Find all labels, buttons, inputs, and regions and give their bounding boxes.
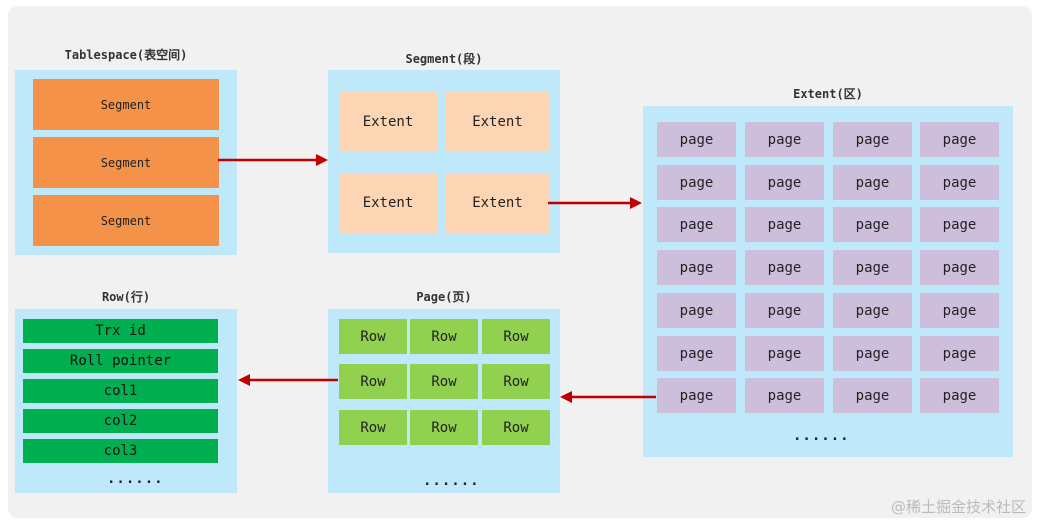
extent-box: Extent [446,173,549,233]
page-box: page [920,165,999,200]
page-box: page [833,207,912,242]
page-box: page [745,250,824,285]
watermark-text: @稀土掘金技术社区 [890,498,1026,516]
row-box: Row [339,364,407,399]
page-box: page [833,336,912,371]
field-col2: col2 [23,409,218,433]
extent-more-dots: ...... [793,428,850,444]
arrow-extent-to-page [560,391,656,403]
page-box: page [657,293,736,328]
page-title: Page(页) [416,290,472,304]
arrow-segment-to-extent [548,197,642,209]
extent-box: Extent [339,173,437,233]
page-more-dots: ...... [423,473,480,489]
page-box: page [920,336,999,371]
page-box: page [657,207,736,242]
page-box: page [657,250,736,285]
page-box: page [745,378,824,413]
page-box: page [745,165,824,200]
page-box: page [920,378,999,413]
row-box: Row [410,319,478,354]
page-box: page [833,250,912,285]
row-box: Row [339,319,407,354]
arrow-tablespace-to-segment [218,154,328,166]
page-box: page [657,336,736,371]
page-box: page [745,336,824,371]
tablespace-title: Tablespace(表空间) [64,48,188,62]
row-more-dots: ...... [107,471,164,487]
extent-title: Extent(区) [793,87,863,101]
page-box: page [745,122,824,157]
page-box: page [833,165,912,200]
segment-box: Segment [33,195,219,246]
segment-box: Segment [33,79,219,130]
field-col3: col3 [23,439,218,463]
page-box: page [657,122,736,157]
page-box: page [920,250,999,285]
field-col1: col1 [23,379,218,403]
segment-box: Segment [33,137,219,188]
page-box: page [657,378,736,413]
page-box: page [833,378,912,413]
extent-box: Extent [446,92,549,152]
page-box: page [920,293,999,328]
page-box: page [920,207,999,242]
field-trx-id: Trx id [23,319,218,343]
row-box: Row [410,364,478,399]
page-box: page [657,165,736,200]
tablespace-panel: Segment Segment Segment [15,70,237,255]
page-box: page [745,293,824,328]
arrow-page-to-row [238,374,338,386]
segment-title: Segment(段) [405,52,483,66]
field-roll-pointer: Roll pointer [23,349,218,373]
page-box: page [833,122,912,157]
row-box: Row [482,410,550,445]
row-title: Row(行) [101,290,151,304]
page-box: page [745,207,824,242]
row-box: Row [339,410,407,445]
extent-box: Extent [339,92,437,152]
row-box: Row [410,410,478,445]
row-box: Row [482,319,550,354]
row-box: Row [482,364,550,399]
segment-panel: Extent Extent Extent Extent [328,70,560,253]
page-box: page [833,293,912,328]
page-box: page [920,122,999,157]
row-panel: Trx id Roll pointer col1 col2 col3 .....… [15,309,237,493]
